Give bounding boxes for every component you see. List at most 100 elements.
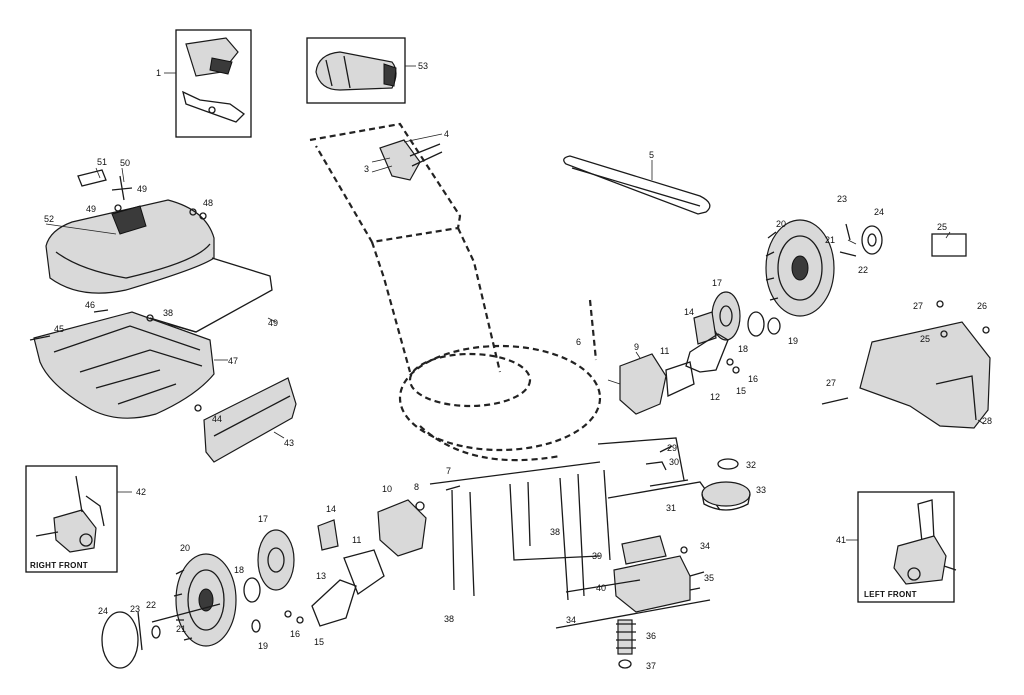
callout-18b: 18 <box>234 565 244 575</box>
callout-40: 40 <box>596 583 606 593</box>
left-front-caption: LEFT FRONT <box>864 590 917 599</box>
callout-17a: 17 <box>712 278 722 288</box>
inset-handle-control <box>164 29 252 138</box>
callout-46: 46 <box>85 300 95 310</box>
callout-6: 6 <box>576 337 581 347</box>
callout-29: 29 <box>667 443 677 453</box>
callout-49c: 49 <box>268 318 278 328</box>
callout-1: 1 <box>156 68 161 78</box>
callout-38a: 38 <box>163 308 173 318</box>
callout-5: 5 <box>649 150 654 160</box>
callout-32: 32 <box>746 460 756 470</box>
callout-labels: 1 53 4 3 5 51 50 49 49 48 52 46 38 49 45… <box>44 61 992 671</box>
callout-21b: 21 <box>176 624 186 634</box>
gear-17-top <box>711 291 741 341</box>
callout-16b: 16 <box>290 629 300 639</box>
callout-4: 4 <box>444 129 449 139</box>
bracket-14-bottom <box>284 519 385 627</box>
callout-17b: 17 <box>258 514 268 524</box>
callout-42: 42 <box>136 487 146 497</box>
callout-9: 9 <box>634 342 639 352</box>
callout-39: 39 <box>592 551 602 561</box>
callout-27b: 27 <box>826 378 836 388</box>
gear-case-35 <box>555 555 711 669</box>
callout-45: 45 <box>54 324 64 334</box>
callout-52: 52 <box>44 214 54 224</box>
callout-47: 47 <box>228 356 238 366</box>
callout-33: 33 <box>756 485 766 495</box>
catcher-pan <box>29 309 215 419</box>
callout-19b: 19 <box>258 641 268 651</box>
callout-14a: 14 <box>684 307 694 317</box>
callout-44: 44 <box>212 414 222 424</box>
callout-14b: 14 <box>326 504 336 514</box>
callout-26: 26 <box>977 301 987 311</box>
callout-36: 36 <box>646 631 656 641</box>
callout-22b: 22 <box>146 600 156 610</box>
callout-49a: 49 <box>137 184 147 194</box>
pinion-18-top <box>747 311 781 337</box>
callout-11b: 11 <box>352 535 361 545</box>
drive-belt <box>563 155 711 215</box>
gear-17-bottom <box>243 529 295 633</box>
callout-43: 43 <box>284 438 294 448</box>
callout-51: 51 <box>97 157 107 167</box>
callout-25b: 25 <box>920 334 930 344</box>
axle-and-linkage <box>429 437 721 601</box>
catcher-frame-49 <box>149 257 273 333</box>
deflector-plate-43 <box>203 377 297 463</box>
callout-20b: 20 <box>180 543 190 553</box>
callout-12: 12 <box>710 392 720 402</box>
bracket-14-top <box>685 311 740 374</box>
callout-18a: 18 <box>738 344 748 354</box>
callout-16a: 16 <box>748 374 758 384</box>
mower-deck-dashed <box>398 299 602 462</box>
callout-41: 41 <box>836 535 846 545</box>
right-front-caption: RIGHT FRONT <box>30 561 88 570</box>
callout-38c: 38 <box>444 614 454 624</box>
callout-53: 53 <box>418 61 428 71</box>
callout-23a: 23 <box>837 194 847 204</box>
cups-32-33 <box>645 445 751 554</box>
callout-20a: 20 <box>776 219 786 229</box>
inset-left-front: LEFT FRONT <box>846 491 957 603</box>
inset-deflector <box>306 37 416 104</box>
callout-10: 10 <box>382 484 392 494</box>
callout-27a: 27 <box>913 301 923 311</box>
leader-lines <box>45 167 985 439</box>
rear-cover-28 <box>821 300 991 429</box>
callout-31: 31 <box>666 503 676 513</box>
callout-7: 7 <box>446 466 451 476</box>
callout-11a: 11 <box>660 346 669 356</box>
front-wheel-bottom <box>101 553 237 669</box>
rear-wheel-right <box>765 219 835 317</box>
callout-48: 48 <box>203 198 213 208</box>
callout-13: 13 <box>316 571 326 581</box>
callout-35: 35 <box>704 573 714 583</box>
callout-15b: 15 <box>314 637 324 647</box>
callout-3: 3 <box>364 164 369 174</box>
callout-8: 8 <box>414 482 419 492</box>
callout-24b: 24 <box>98 606 108 616</box>
callout-28: 28 <box>982 416 992 426</box>
callout-37: 37 <box>646 661 656 671</box>
callout-25a: 25 <box>937 222 947 232</box>
callout-50: 50 <box>120 158 130 168</box>
callout-15a: 15 <box>736 386 746 396</box>
callout-19a: 19 <box>788 336 798 346</box>
callout-22a: 22 <box>858 265 868 275</box>
housing-10-bottom <box>377 485 461 557</box>
callout-23b: 23 <box>130 604 140 614</box>
callout-21a: 21 <box>825 235 835 245</box>
callout-49b: 49 <box>86 204 96 214</box>
callout-38b: 38 <box>550 527 560 537</box>
grass-catcher-top <box>45 169 215 294</box>
hubcap-24-top <box>839 223 967 257</box>
inset-right-front: RIGHT FRONT <box>25 465 132 573</box>
callout-24a: 24 <box>874 207 884 217</box>
handle-assembly <box>309 122 502 373</box>
callout-34a: 34 <box>700 541 710 551</box>
callout-30: 30 <box>669 457 679 467</box>
callout-34b: 34 <box>566 615 576 625</box>
